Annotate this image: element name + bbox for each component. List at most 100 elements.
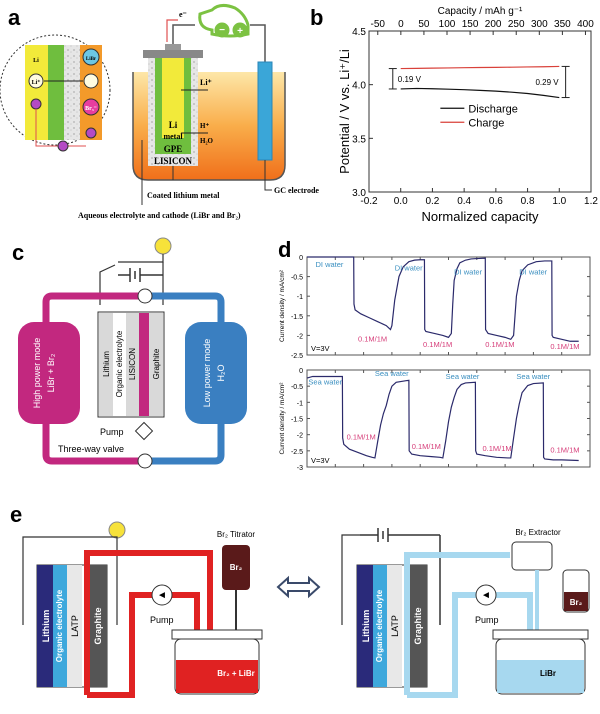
x2-tick-label: 300: [531, 19, 548, 30]
double-arrow-icon: [276, 575, 321, 599]
latp-layer-left: [67, 565, 82, 687]
collector-bottle-label: Br₂: [570, 598, 583, 607]
three-way-valve-top[interactable]: [137, 288, 153, 304]
y-tick-label: -1: [297, 294, 303, 301]
battery-icon: [118, 268, 163, 282]
jar-lid-left: [171, 629, 263, 640]
titrator-bottle: [222, 545, 250, 590]
solution-right: [497, 660, 584, 693]
y-tick-label: -1.5: [291, 417, 303, 424]
pump-icon-right[interactable]: [475, 584, 497, 606]
latp-label-right: LATP: [390, 615, 400, 637]
panel-label-e: e: [10, 502, 22, 527]
magenta-channel: [139, 313, 149, 416]
valve-label: Three-way valve: [58, 444, 124, 454]
inset-circle: [0, 34, 111, 146]
inset-li: Li: [33, 58, 39, 64]
pump-arrow-right: ◄: [481, 590, 491, 601]
pump-icon[interactable]: [134, 421, 154, 441]
trace-label: 0.1M/1M: [423, 340, 452, 349]
pipe-red-return: [87, 592, 200, 698]
y-tick-label: 0: [299, 368, 303, 375]
wire-c: [118, 254, 164, 263]
panel-label-b: b: [310, 5, 323, 30]
battery-icon-right: [360, 528, 441, 625]
panel-label-a: a: [8, 5, 21, 30]
three-way-valve-bottom[interactable]: [137, 453, 153, 469]
y-tick-label: -2: [297, 433, 303, 440]
minus-icon: −: [219, 25, 225, 36]
x2-tick-label: 350: [554, 19, 571, 30]
current-trace: [306, 375, 579, 462]
y-tick-label: 4.5: [352, 27, 366, 38]
graphite-layer: [149, 313, 163, 416]
trace-label: DI water: [395, 264, 423, 273]
pipe-blue-right: [404, 552, 510, 695]
electron-label: e⁻: [179, 10, 187, 19]
titrator-bottle-label: Br₂: [230, 563, 243, 572]
inset-libr-circle: [82, 48, 100, 66]
solution-left: [176, 660, 258, 693]
panel-e: e Lithium Organic electrolyte LATP Graph…: [0, 490, 600, 709]
organic-layer-right: [373, 565, 387, 687]
panel-c: c High power mode LiBr + Br₂ Low power m…: [0, 230, 285, 485]
li-ion-label: Li⁺: [200, 78, 212, 87]
pump-label: Pump: [100, 427, 124, 437]
inset-li-layer: [25, 45, 48, 140]
trace-label: Sea water: [308, 378, 342, 387]
organic-label-right: Organic electrolyte: [375, 589, 384, 662]
gc-electrode: [257, 61, 273, 161]
e-left: Lithium Organic electrolyte LATP Graphit…: [22, 521, 263, 698]
pump-icon-left[interactable]: [151, 584, 173, 606]
lisicon-label-c: LISICON: [128, 348, 137, 380]
trace-label: 0.1M/1M: [358, 334, 387, 343]
y-tick-label: 3.5: [352, 134, 366, 145]
high-mode-formula: LiBr + Br₂: [46, 353, 56, 392]
x-tick-label: 0.8: [521, 196, 535, 207]
extractor-box: [511, 541, 553, 571]
trace-label: Sea water: [516, 372, 550, 381]
lithium-layer: [99, 313, 113, 416]
wire-right: [250, 24, 266, 62]
organic-layer: [113, 313, 126, 416]
panel-label-d: d: [278, 237, 291, 262]
electron-arrow: [166, 19, 178, 42]
x2-tick-label: 200: [485, 19, 502, 30]
trace-label: DI water: [519, 268, 547, 277]
panel-label-c: c: [12, 240, 24, 265]
coated-lithium-label: Coated lithium metal: [147, 191, 220, 200]
inset-electron-path: [35, 109, 86, 147]
wire-left: [172, 24, 195, 44]
inset-electron: [30, 98, 42, 110]
x2-tick-label: 100: [439, 19, 456, 30]
panel-e-diagram: e Lithium Organic electrolyte LATP Graph…: [10, 502, 590, 698]
latp-label-left: LATP: [70, 615, 80, 637]
high-mode-label: High power mode: [32, 338, 42, 409]
plus-icon: +: [237, 26, 243, 37]
trace-label: Sea water: [446, 372, 480, 381]
jar-lid-right: [492, 629, 589, 640]
plot-frame: [306, 369, 591, 468]
y-tick-label: -1: [297, 400, 303, 407]
latp-layer-right: [387, 565, 402, 687]
lithium-label: Lithium: [102, 351, 111, 377]
inset-li-plus-circle: [28, 73, 44, 89]
plot-frame: [368, 30, 592, 193]
e-right: Lithium Organic electrolyte LATP Graphit…: [341, 528, 590, 698]
lithium-label-left: Lithium: [41, 610, 51, 643]
inset-br3: Br₃⁻: [85, 106, 97, 112]
x-tick-label: 1.2: [584, 196, 598, 207]
trace-label: 0.1M/1M: [412, 442, 441, 451]
trace-label: 0.1M/1M: [485, 340, 514, 349]
y-axis-label: Current density / mA/cm²: [279, 382, 286, 455]
series-charge: [400, 65, 560, 70]
graphite-label-right: Graphite: [413, 607, 423, 644]
trace-label: 0.1M/1M: [550, 445, 579, 454]
legend-label-discharge: Discharge: [468, 103, 518, 115]
trace-label: DI water: [315, 260, 343, 269]
solution-label-right: LiBr: [540, 669, 556, 678]
